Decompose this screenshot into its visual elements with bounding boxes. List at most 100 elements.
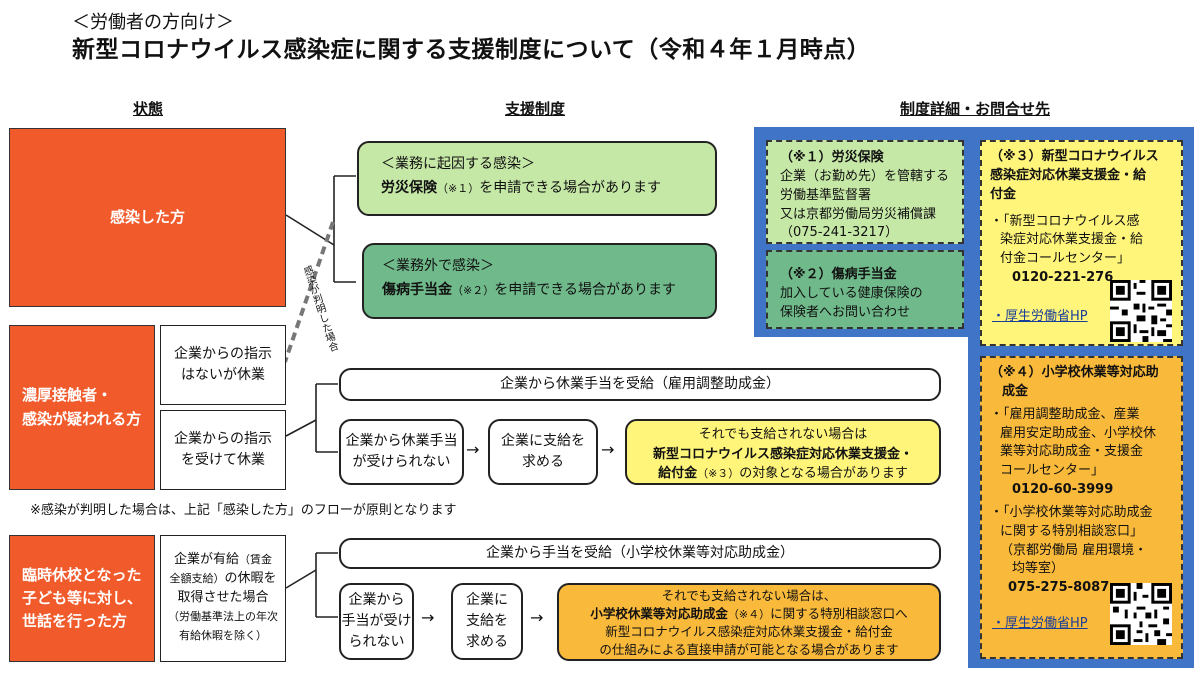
arrow-right-icon: → xyxy=(601,440,615,459)
detail-rousai-title: （※１）労災保険 xyxy=(780,150,884,165)
contact-employer-pay-text: 企業から休業手当を受給（雇用調整助成金） xyxy=(500,375,780,392)
school-employer-pay: 企業から手当を受給（小学校休業等対応助成金） xyxy=(339,538,941,569)
school-request-line3: 求める xyxy=(466,634,508,650)
support-shoubyou-name: 傷病手当金 xyxy=(382,281,452,298)
detail-shogakko-item1: 業等対応助成金・支援金 xyxy=(1000,444,1144,460)
page-subtitle: ＜労働者の方向け＞ xyxy=(72,12,234,33)
contact-instruction-line2: を受けて休業 xyxy=(181,452,265,468)
detail-shoubyou-title: （※２）傷病手当金 xyxy=(780,267,897,282)
detail-kyugyo-phone: 0120-221-276 xyxy=(1012,270,1114,286)
status-close-contact: 濃厚接触者・感染が疑われる方 xyxy=(9,325,155,490)
page-title: 新型コロナウイルス感染症に関する支援制度について（令和４年１月時点） xyxy=(72,37,871,63)
status-school-line2: 子ども等に対し、 xyxy=(22,588,143,607)
support-shoubyou-text: を申請できる場合があります xyxy=(494,281,676,298)
paid-leave-text-a: 企業が有給 xyxy=(173,552,239,568)
detail-shogakko-item2: 均等室） xyxy=(1012,561,1065,577)
paid-leave-small2: 全額支給） xyxy=(169,572,225,586)
school-result-bold: 小学校休業等対応助成金 xyxy=(590,606,728,622)
contact-result-line1: それでも支給されない場合は xyxy=(698,427,868,442)
detail-kyugyo-title: 感染症対応休業支援金・給 xyxy=(990,167,1147,183)
contact-result-note: （※３） xyxy=(697,467,740,480)
support-rousai-text: を申請できる場合があります xyxy=(479,179,661,196)
arrow-right-icon: → xyxy=(530,608,544,627)
detail-shogakko-item2: （京都労働局 雇用環境・ xyxy=(1000,542,1148,558)
contact-result-tail: の対象となる場合があります xyxy=(739,466,908,481)
detail-rousai-line: （075-241-3217） xyxy=(780,225,899,241)
column-heading-support: 支援制度 xyxy=(505,100,566,118)
detail-shogakko-phone1: 0120-60-3999 xyxy=(1012,482,1114,498)
contact-request: 企業に支給を求める xyxy=(488,419,598,485)
detail-rousai: （※１）労災保険 企業（お勤め先）を管轄する 労働基準監督署 又は京都労働局労災… xyxy=(766,140,964,244)
status-contact-line2: 感染が疑われる方 xyxy=(22,409,142,428)
detail-shogakko-item1: ・「雇用調整助成金、産業 xyxy=(990,406,1140,422)
support-rousai-note: （※１） xyxy=(437,181,480,195)
status-infected: 感染した方 xyxy=(9,128,286,307)
contact-no-instruction-line1: 企業からの指示 xyxy=(174,346,272,362)
detail-shogakko-phone2: 075-275-8087 xyxy=(1008,580,1110,596)
school-request: 企業に支給を求める xyxy=(451,583,523,660)
school-request-line2: 支給を xyxy=(466,613,508,629)
arrow-right-icon: → xyxy=(466,440,480,459)
detail-rousai-line: 企業（お勤め先）を管轄する xyxy=(780,168,950,184)
school-request-line1: 企業に xyxy=(466,592,508,608)
contact-footnote: ※感染が判明した場合は、上記「感染した方」のフローが原則となります xyxy=(30,503,457,518)
school-employer-pay-text: 企業から手当を受給（小学校休業等対応助成金） xyxy=(486,544,794,561)
detail-rousai-line: 労働基準監督署 xyxy=(780,187,872,203)
detail-shogakko-title: 成金 xyxy=(1002,383,1029,399)
detail-kyugyo-item: 付金コールセンター」 xyxy=(1000,251,1131,267)
status-infected-label: 感染した方 xyxy=(109,207,185,226)
status-school-line1: 臨時休校となった xyxy=(22,565,142,584)
contact-no-instruction: 企業からの指示はないが休業 xyxy=(160,325,286,405)
detail-shogakko-item1: コールセンター」 xyxy=(1000,463,1105,479)
support-rousai: ＜業務に起因する感染＞ 労災保険（※１）を申請できる場合があります xyxy=(357,141,717,216)
school-not-paid-line3: られない xyxy=(348,634,405,650)
detail-shogakko-title: （※４）小学校休業等対応助 xyxy=(990,365,1159,380)
contact-instruction-line1: 企業からの指示 xyxy=(174,431,272,447)
detail-kyugyo-title: 付金 xyxy=(990,186,1017,202)
contact-no-instruction-line2: はないが休業 xyxy=(181,367,265,383)
support-shoubyou-heading: ＜業務外で感染＞ xyxy=(382,258,494,274)
school-not-paid-line2: 手当が受け xyxy=(341,613,412,629)
detail-kyugyo-item: 染症対応休業支援金・給 xyxy=(1000,232,1144,248)
detail-shoubyou-line: 加入している健康保険の xyxy=(780,285,923,301)
paid-leave-small1: （賃金 xyxy=(239,553,272,567)
column-heading-details: 制度詳細・お問合せ先 xyxy=(900,100,1051,118)
school-not-paid-line1: 企業から xyxy=(348,592,405,608)
school-result-tail: に関する特別相談窓口へ xyxy=(770,606,908,622)
paid-leave-note1: （労働基準法上の年次 xyxy=(168,609,278,623)
contact-employer-pay: 企業から休業手当を受給（雇用調整助成金） xyxy=(339,368,941,401)
contact-with-instruction: 企業からの指示を受けて休業 xyxy=(160,410,286,490)
support-shoubyou-note: （※２） xyxy=(452,283,495,297)
qr-code-icon xyxy=(1110,583,1172,645)
detail-kyugyo-item: ・「新型コロナウイルス感 xyxy=(990,213,1140,229)
mhlw-link[interactable]: ・厚生労働省HP xyxy=(992,309,1088,324)
qr-code-icon xyxy=(1110,280,1172,342)
contact-not-paid-line2: が受けられない xyxy=(352,454,451,470)
paid-leave-text-c: 取得させた場合 xyxy=(177,590,269,606)
support-rousai-name: 労災保険 xyxy=(381,179,437,196)
paid-leave-note2: 有給休暇を除く） xyxy=(179,628,267,642)
column-heading-status: 状態 xyxy=(133,100,164,118)
contact-not-paid-line1: 企業から休業手当 xyxy=(345,433,458,449)
school-result-note: （※４） xyxy=(727,608,771,622)
arrow-right-icon: → xyxy=(421,608,435,627)
contact-request-line2: 求める xyxy=(522,454,564,470)
paid-leave-text-b: の休暇を xyxy=(224,571,277,587)
school-result: それでも支給されない場合は、 小学校休業等対応助成金（※４）に関する特別相談窓口… xyxy=(557,583,941,661)
detail-kyugyo-title: （※３）新型コロナウイルス xyxy=(990,149,1159,164)
detail-shogakko-item1: 雇用安定助成金、小学校休 xyxy=(1000,425,1157,441)
mhlw-link[interactable]: ・厚生労働省HP xyxy=(992,616,1088,631)
contact-request-line1: 企業に支給を xyxy=(501,433,585,449)
status-contact-line1: 濃厚接触者・ xyxy=(22,386,113,405)
status-school-closure: 臨時休校となった子ども等に対し、世話を行った方 xyxy=(9,535,155,662)
school-result-line4: の仕組みによる直接申請が可能となる場合があります xyxy=(599,642,899,658)
support-shoubyou: ＜業務外で感染＞ 傷病手当金（※２）を申請できる場合があります xyxy=(362,243,717,319)
contact-result-bold1: 新型コロナウイルス感染症対応休業支援金・ xyxy=(652,446,913,462)
status-school-line3: 世話を行った方 xyxy=(22,612,128,631)
school-paid-leave: 企業が有給（賃金 全額支給）の休暇を 取得させた場合 （労働基準法上の年次 有給… xyxy=(160,535,286,662)
contact-result: それでも支給されない場合は 新型コロナウイルス感染症対応休業支援金・ 給付金（※… xyxy=(625,419,941,485)
detail-shoubyou-line: 保険者へお問い合わせ xyxy=(780,304,911,320)
detail-shogakko-item2: に関する特別相談窓口」 xyxy=(1000,523,1144,539)
school-result-line3: 新型コロナウイルス感染症対応休業支援金・給付金 xyxy=(605,624,893,640)
